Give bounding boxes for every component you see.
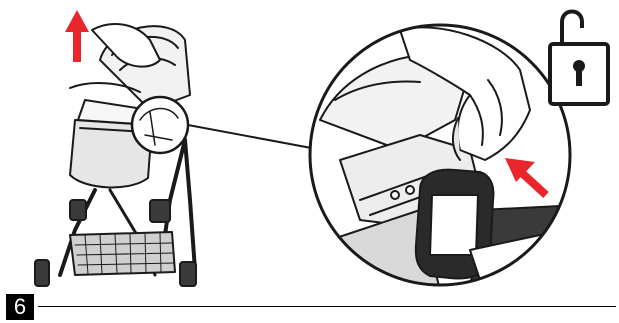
open-padlock-icon	[550, 12, 608, 105]
zoom-detail	[300, 20, 580, 290]
step-number-badge: 6	[6, 294, 34, 320]
step-divider-line	[38, 306, 616, 307]
red-up-arrow	[65, 10, 89, 62]
stroller-drawing	[35, 24, 322, 286]
instruction-illustration	[0, 0, 619, 290]
